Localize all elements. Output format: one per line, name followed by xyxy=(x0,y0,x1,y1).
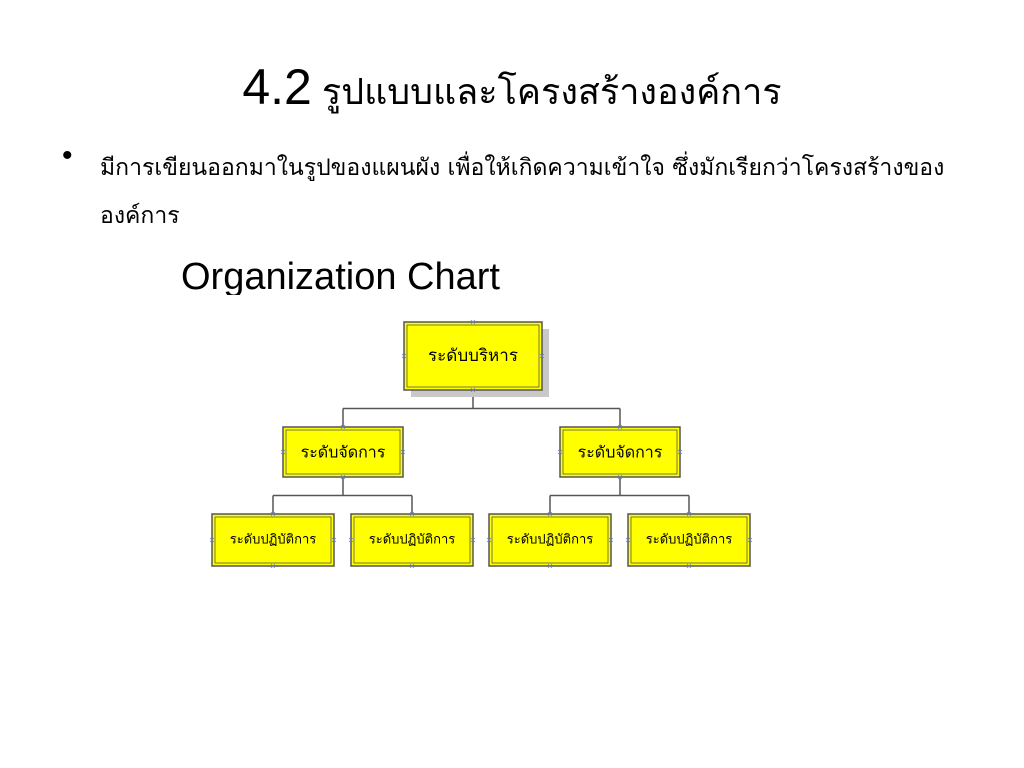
org-node-op2: × × × × ระดับปฏิบัติการ xyxy=(348,510,477,571)
selection-handle-icon: × xyxy=(470,318,477,327)
selection-handle-icon: × xyxy=(409,562,416,571)
node-box xyxy=(211,513,335,567)
selection-handle-icon: × xyxy=(401,352,408,361)
node-box xyxy=(488,513,612,567)
node-box xyxy=(282,426,404,478)
chart-heading: Organization Chart xyxy=(181,256,500,295)
selection-handle-icon: × xyxy=(625,536,632,545)
org-node-mgr2: × × × × ระดับจัดการ xyxy=(557,423,684,482)
node-inner-border xyxy=(406,324,540,388)
node-inner-border xyxy=(562,429,678,475)
selection-handle-icon: × xyxy=(747,536,754,545)
selection-handle-icon: × xyxy=(617,423,624,432)
node-inner-border xyxy=(491,516,609,564)
selection-handle-icon: × xyxy=(677,448,684,457)
selection-handle-icon: × xyxy=(280,448,287,457)
selection-handle-icon: × xyxy=(557,448,564,457)
bullet-icon: • xyxy=(62,139,73,172)
selection-handle-icon: × xyxy=(340,423,347,432)
org-node-top: × × × × ระดับบริหาร xyxy=(401,318,549,397)
org-node-mgr1: × × × × ระดับจัดการ xyxy=(280,423,407,482)
node-box xyxy=(559,426,681,478)
selection-handle-icon: × xyxy=(486,536,493,545)
selection-handle-icon: × xyxy=(270,510,277,519)
org-node-op1: × × × × ระดับปฏิบัติการ xyxy=(209,510,338,571)
selection-handle-icon: × xyxy=(209,536,216,545)
node-inner-border xyxy=(630,516,748,564)
selection-handle-icon: × xyxy=(400,448,407,457)
node-label: ระดับปฏิบัติการ xyxy=(369,533,456,548)
bullet-text: มีการเขียนออกมาในรูปของแผนผัง เพื่อให้เก… xyxy=(100,155,945,229)
node-inner-border xyxy=(285,429,401,475)
selection-handle-icon: × xyxy=(608,536,615,545)
selection-handle-icon: × xyxy=(348,536,355,545)
node-label: ระดับปฏิบัติการ xyxy=(646,533,733,548)
node-label: ระดับจัดการ xyxy=(301,443,386,462)
title-text: รูปแบบและโครงสร้างองค์การ xyxy=(321,72,782,113)
org-node-op4: × × × × ระดับปฏิบัติการ xyxy=(625,510,754,571)
node-inner-border xyxy=(353,516,471,564)
selection-handle-icon: × xyxy=(547,510,554,519)
selection-handle-icon: × xyxy=(617,473,624,482)
selection-handle-icon: × xyxy=(470,386,477,395)
node-label: ระดับบริหาร xyxy=(428,346,518,366)
connector-group xyxy=(549,477,690,514)
selection-handle-icon: × xyxy=(470,536,477,545)
node-box xyxy=(403,321,543,391)
node-label: ระดับปฏิบัติการ xyxy=(230,533,317,548)
selection-handle-icon: × xyxy=(539,352,546,361)
selection-handle-icon: × xyxy=(547,562,554,571)
node-label: ระดับปฏิบัติการ xyxy=(507,533,594,548)
title-number: 4.2 xyxy=(242,59,312,115)
selection-handle-icon: × xyxy=(686,562,693,571)
org-node-op3: × × × × ระดับปฏิบัติการ xyxy=(486,510,615,571)
selection-handle-icon: × xyxy=(340,473,347,482)
node-label: ระดับจัดการ xyxy=(578,443,663,462)
connector-group xyxy=(272,477,413,514)
selection-handle-icon: × xyxy=(270,562,277,571)
selection-handle-icon: × xyxy=(686,510,693,519)
node-inner-border xyxy=(214,516,332,564)
node-box xyxy=(350,513,474,567)
selection-handle-icon: × xyxy=(409,510,416,519)
selection-handle-icon: × xyxy=(331,536,338,545)
node-box xyxy=(627,513,751,567)
